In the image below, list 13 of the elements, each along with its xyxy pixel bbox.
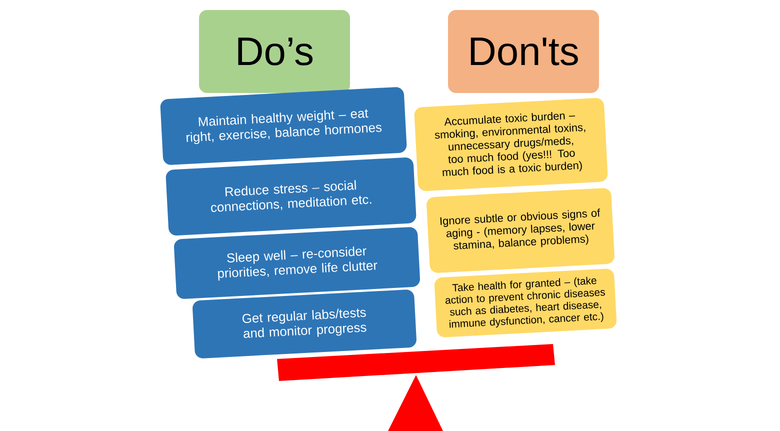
node-label: Reduce stress – social connections, meditation etc. (211, 180, 372, 212)
node-label: Sleep well – re-consider priorities, remove life clutter (218, 246, 378, 281)
heading-box: Don'ts (448, 10, 599, 93)
tip-box: Get regular labs/tests and monitor progress (192, 290, 416, 358)
node-label: Get regular labs/tests and monitor progress (242, 308, 366, 338)
warning-box: Accumulate toxic burden – smoking, environmental toxins, unnecessary drugs/meds, too much food (yes!!! Too much food is a toxic burden) (414, 98, 608, 191)
warning-box: Take health for granted – (take action to prevent chronic diseases such as diabetes, heart disease, immune dysfunction, cancer etc.) (434, 268, 617, 338)
tip-box: Reduce stress – social connections, meditation etc. (166, 157, 416, 236)
node-label: Maintain healthy weight – eat right, exercise, balance hormones (186, 109, 382, 144)
warning-box: Ignore subtle or obvious signs of aging - (memory lapses, lower stamina, balance problems) (426, 188, 614, 273)
heading-box: Do’s (199, 10, 350, 93)
tip-box: Sleep well – re-consider priorities, remove life clutter (174, 227, 420, 299)
tip-box: Maintain healthy weight – eat right, exercise, balance hormones (160, 87, 407, 165)
